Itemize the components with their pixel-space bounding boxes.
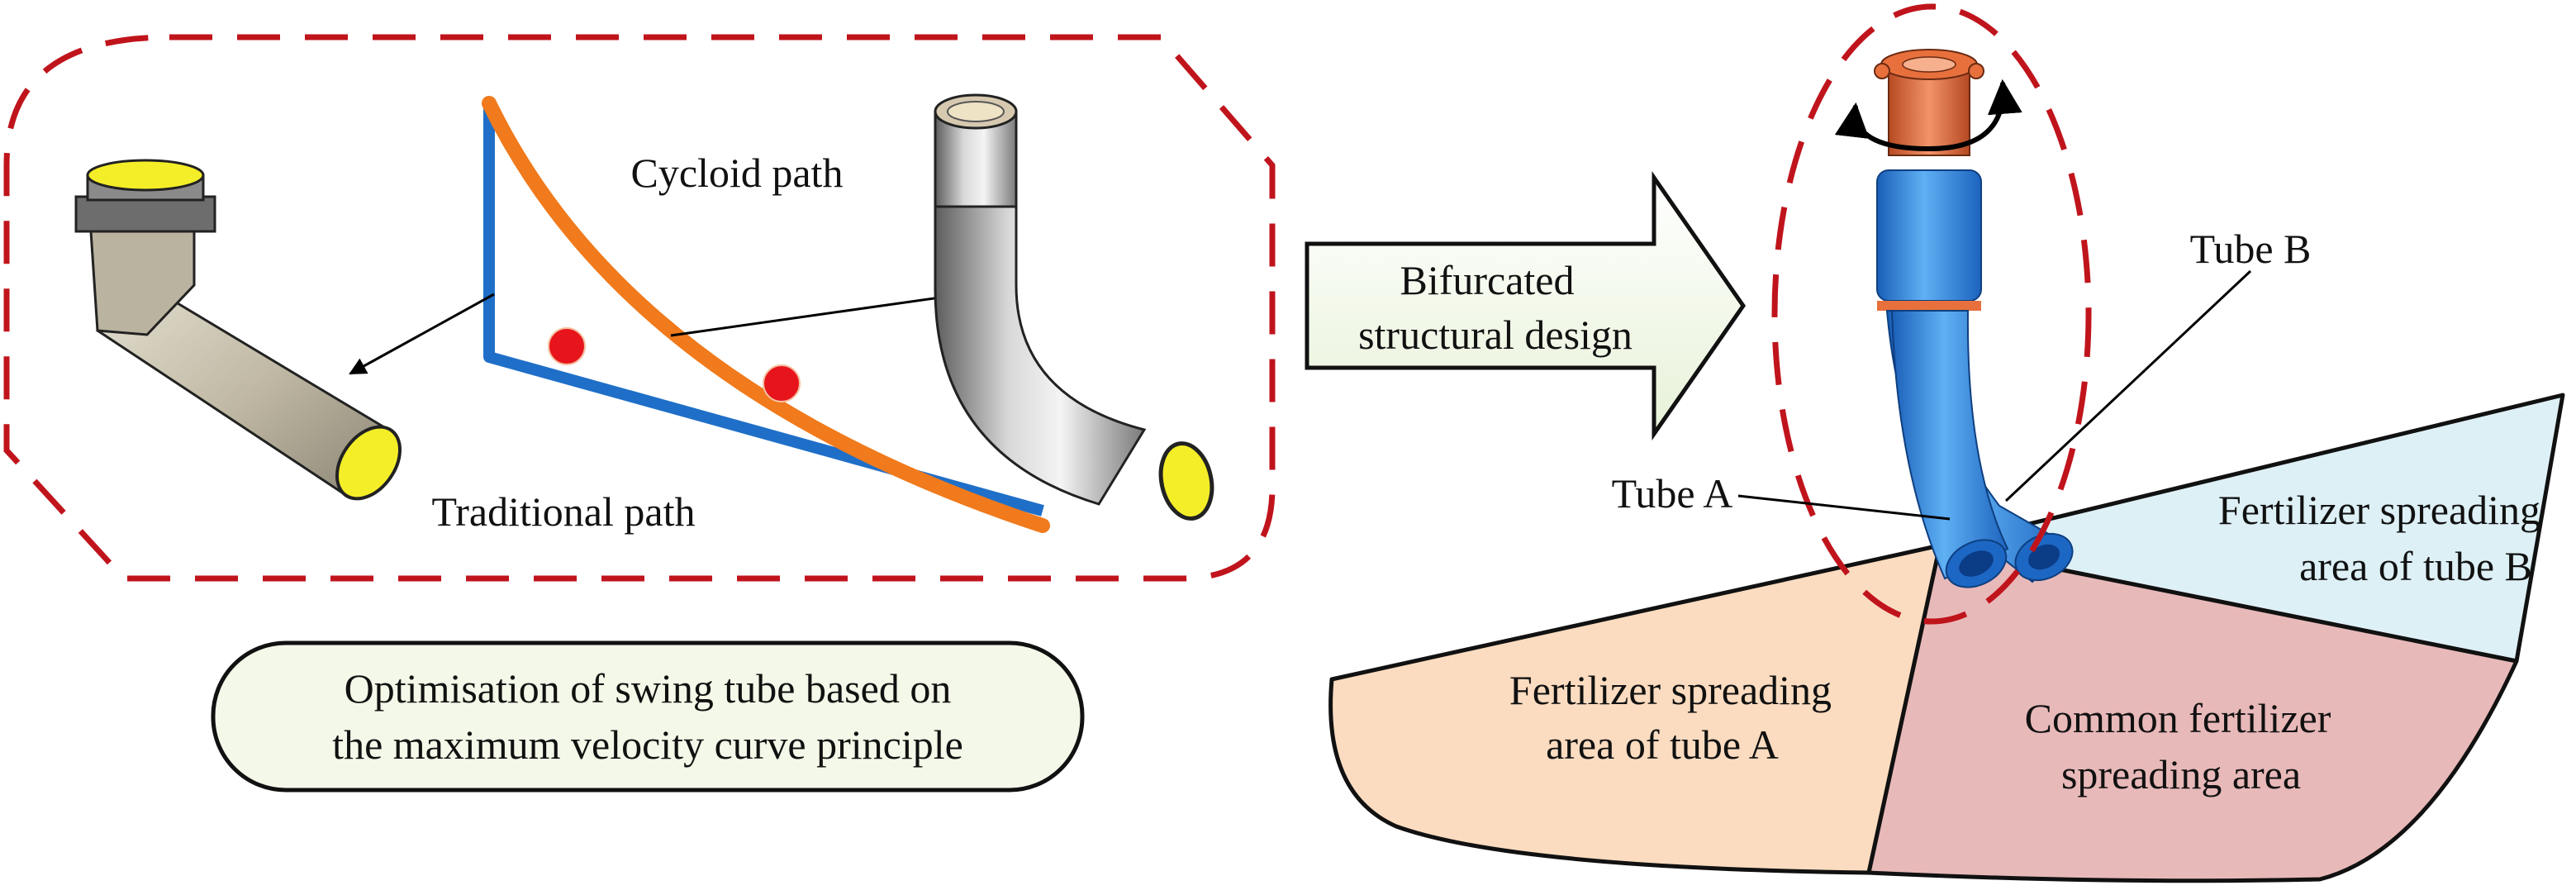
traditional-path-line bbox=[483, 103, 1044, 517]
traditional-tube-model bbox=[74, 159, 402, 501]
cycloid-path-label: Cycloid path bbox=[631, 150, 844, 196]
tube-b-label: Tube B bbox=[2190, 226, 2312, 272]
traditional-tube-outlet bbox=[335, 425, 402, 501]
traditional-point-marker bbox=[548, 327, 586, 365]
traditional-pointer-arrow bbox=[349, 293, 495, 375]
common-area-region bbox=[1866, 543, 2519, 883]
right-dashed-ellipse bbox=[1771, 3, 2092, 625]
caption-box bbox=[211, 640, 1085, 793]
area-b-label-line-2: area of tube B bbox=[2299, 543, 2532, 589]
traditional-path-label: Traditional path bbox=[432, 488, 696, 535]
arrow-label-line-2: structural design bbox=[1358, 312, 1633, 358]
cycloid-pointer-arrow bbox=[670, 288, 966, 337]
cycloid-tube-model bbox=[934, 93, 1214, 521]
area-a-label-line-2: area of tube A bbox=[1546, 721, 1779, 768]
arrow-label-line-1: Bifurcated bbox=[1400, 257, 1574, 303]
left-dashed-boundary bbox=[3, 34, 1276, 582]
caption-line-2: the maximum velocity curve principle bbox=[332, 721, 963, 768]
common-area-label-line-1: Common fertilizer bbox=[2025, 695, 2331, 741]
cycloid-tube-outlet bbox=[1158, 441, 1214, 521]
tube-b-leader-line bbox=[2004, 269, 2252, 502]
rotation-arrow bbox=[1834, 79, 2022, 152]
cycloid-path-curve bbox=[482, 96, 1050, 533]
tube-a-label: Tube A bbox=[1612, 470, 1733, 517]
caption-line-1: Optimisation of swing tube based on bbox=[345, 665, 952, 712]
area-b-label-line-1: Fertilizer spreading bbox=[2218, 487, 2540, 533]
area-tube-a-region bbox=[1328, 543, 1942, 875]
cycloid-point-marker bbox=[763, 364, 801, 402]
tube-a-leader-line bbox=[1737, 494, 1951, 521]
bifurcation-arrow bbox=[1305, 171, 1747, 440]
common-area-label-line-2: spreading area bbox=[2061, 751, 2301, 797]
area-a-label-line-1: Fertilizer spreading bbox=[1509, 667, 1832, 713]
